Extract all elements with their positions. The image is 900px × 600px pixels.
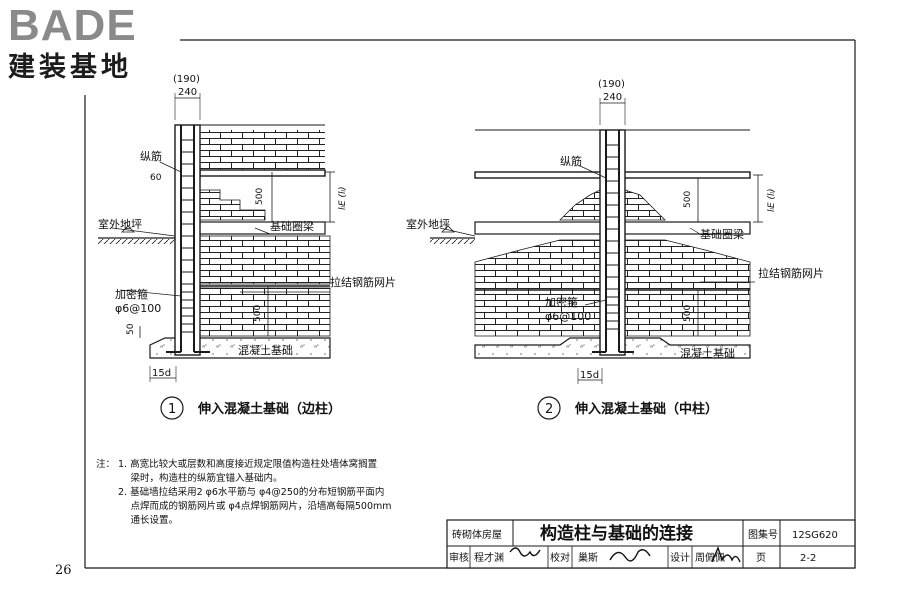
detail-1-dim-500-upper: 500: [255, 188, 265, 205]
detail-1-upper-beam: [199, 169, 326, 177]
notes-label: 注：: [96, 459, 116, 470]
checker-signature: [609, 549, 651, 562]
detail-1-caption: 伸入混凝土基础（边柱）: [197, 401, 341, 417]
detail-2-dim-top-paren: (190): [598, 79, 625, 90]
detail-1-tie-mesh-label: 拉结钢筋网片: [330, 275, 396, 289]
title-block-check-label: 校对: [550, 551, 570, 564]
detail-1-dim-top-paren: (190): [173, 74, 200, 85]
detail-2-column: [599, 129, 626, 356]
detail-1-dim-15d: 15d: [152, 368, 171, 379]
detail-2-tie-mesh-label: 拉结钢筋网片: [758, 266, 824, 280]
page-number: 26: [55, 563, 72, 578]
detail-2-number: 2: [545, 402, 553, 417]
detail-2-anchor-length: lₗE (lₗ): [767, 188, 777, 212]
title-block-atlas-label: 图集号: [748, 528, 778, 541]
detail-1-drawing: [98, 93, 335, 420]
title-block-review-label: 审核: [449, 551, 469, 564]
detail-1-number-circle: [160, 396, 184, 420]
detail-1-foundation-masonry: [199, 235, 331, 285]
detail-2-dim-top: 240: [603, 92, 622, 103]
title-block-designer: 周佩佩: [695, 551, 725, 564]
title-block-page-label: 页: [756, 552, 766, 564]
logo-text-zh: 建装基地: [8, 52, 132, 83]
detail-2-longitudinal-bar-label: 纵筋: [560, 154, 582, 168]
detail-2-number-circle: [537, 396, 561, 420]
title-block-reviewer: 程才渊: [474, 551, 504, 564]
title-block-category: 砖砌体房屋: [452, 528, 502, 541]
title-block-atlas-no: 12SG620: [792, 530, 838, 541]
notes: 注： 1. 高宽比较大或层数和高度接近规定限值构造柱处墙体窝搁置 梁时，构造柱的…: [96, 458, 426, 528]
detail-1-foundation-ring-beam-label: 基础圈梁: [270, 219, 314, 233]
notes-line: 2. 基础墙拉结采用2 φ6水平筋与 φ4@250的分布短钢筋平面内: [118, 487, 385, 498]
detail-2-dim-500-lower: 500: [683, 305, 693, 322]
title-block-page-no: 2-2: [800, 553, 816, 564]
reviewer-signature: [509, 547, 541, 557]
notes-line: 梁时，构造柱的纵筋宜锚入基础内。: [118, 473, 283, 484]
logo-text-en: BADE: [8, 1, 137, 50]
detail-1-stirrup-spec: φ6@100: [115, 302, 161, 315]
detail-1-masonry-step: [199, 189, 266, 221]
notes-line: 点焊而成的钢筋网片或 φ4点焊钢筋网片，沿墙高每隔500mm: [118, 501, 392, 512]
title-block-checker: 巢斯: [578, 551, 598, 564]
title-block-title: 构造柱与基础的连接: [540, 523, 693, 544]
detail-1-concrete-foundation-label: 混凝土基础: [238, 343, 293, 357]
detail-1-upper-masonry: [200, 130, 325, 170]
detail-1-dim-60: 60: [150, 173, 162, 183]
title-block-design-label: 设计: [670, 551, 690, 564]
detail-2-masonry-step-left: [559, 189, 601, 221]
detail-2-drawing: [430, 98, 763, 420]
title-block: [446, 519, 856, 569]
bade-logo: BADE 建装基地: [0, 0, 180, 90]
designer-signature: [711, 546, 741, 563]
detail-2-dim-500-upper: 500: [683, 191, 693, 208]
notes-line: 通长设置。: [118, 515, 179, 526]
detail-2-concrete-foundation-label: 混凝土基础: [680, 346, 735, 360]
detail-1-dim-500-lower: 500: [253, 305, 263, 322]
detail-1-outdoor-ground-label: 室外地坪: [98, 217, 142, 231]
detail-2-foundation-ring-beam-label: 基础圈梁: [700, 227, 744, 241]
detail-1-dim-top: 240: [178, 87, 197, 98]
detail-2-outdoor-ground-label: 室外地坪: [406, 217, 450, 231]
detail-1-anchor-length: lₗE (lₗ): [338, 186, 348, 210]
notes-line: 1. 高宽比较大或层数和高度接近规定限值构造柱处墙体窝搁置: [118, 459, 378, 470]
detail-1-column: [174, 124, 201, 356]
detail-1-dense-stirrup-label: 加密箍: [115, 287, 148, 301]
detail-1-number: 1: [168, 402, 176, 417]
detail-2-stirrup-spec: φ6@100: [545, 310, 591, 323]
detail-2-dense-stirrup-label: 加密箍: [545, 295, 578, 309]
detail-2-caption: 伸入混凝土基础（中柱）: [574, 401, 718, 417]
detail-2-dim-15d: 15d: [580, 370, 599, 381]
detail-1-longitudinal-bar-label: 纵筋: [140, 149, 162, 163]
detail-2-masonry-step-right: [624, 189, 666, 221]
detail-1-dim-50: 50: [126, 323, 136, 335]
